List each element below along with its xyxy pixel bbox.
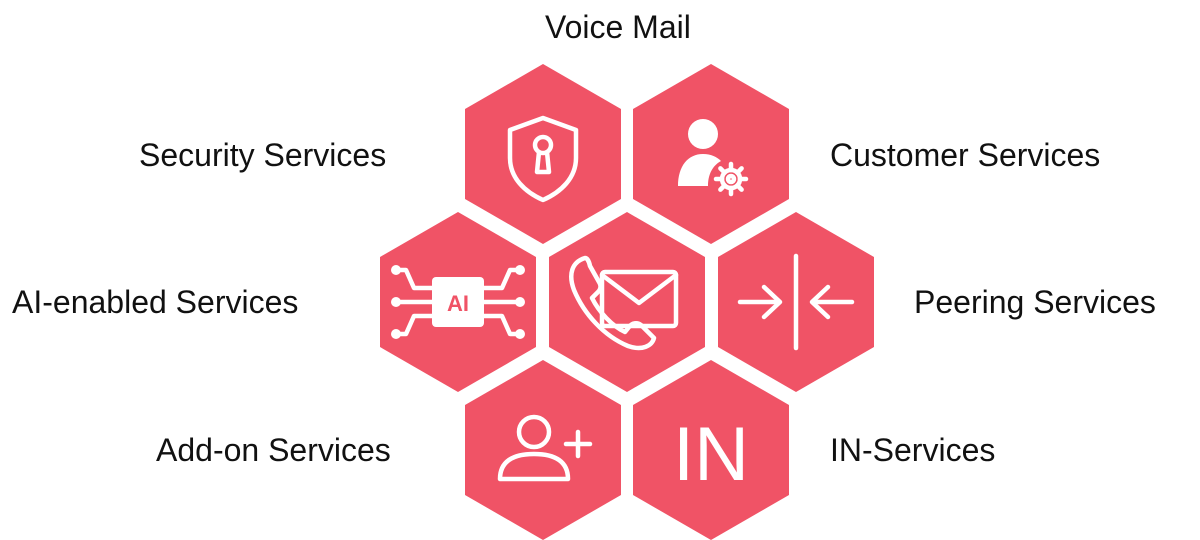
label-voice-mail: Voice Mail bbox=[545, 9, 691, 45]
label-peering-services: Peering Services bbox=[914, 284, 1156, 320]
hex-customer bbox=[633, 64, 789, 244]
label-customer-services: Customer Services bbox=[830, 137, 1101, 173]
hex-center bbox=[549, 212, 705, 392]
ai-chip-icon: AI bbox=[391, 265, 525, 339]
hex-add-on bbox=[465, 360, 621, 540]
user-add-icon bbox=[497, 414, 593, 482]
in-text-icon: IN bbox=[673, 412, 749, 497]
in-text: IN bbox=[673, 412, 749, 497]
hex-in bbox=[633, 360, 789, 540]
ai-chip-text: AI bbox=[447, 291, 469, 316]
user-gear-icon bbox=[678, 119, 749, 197]
label-security-services: Security Services bbox=[139, 137, 387, 173]
label-in-services: IN-Services bbox=[830, 432, 996, 468]
shield-keyhole-icon bbox=[507, 115, 579, 203]
phone-envelope-icon bbox=[569, 255, 679, 351]
label-add-on-services: Add-on Services bbox=[156, 432, 391, 468]
label-ai-enabled-services: AI-enabled Services bbox=[12, 284, 299, 320]
arrows-converge-icon bbox=[737, 253, 855, 351]
